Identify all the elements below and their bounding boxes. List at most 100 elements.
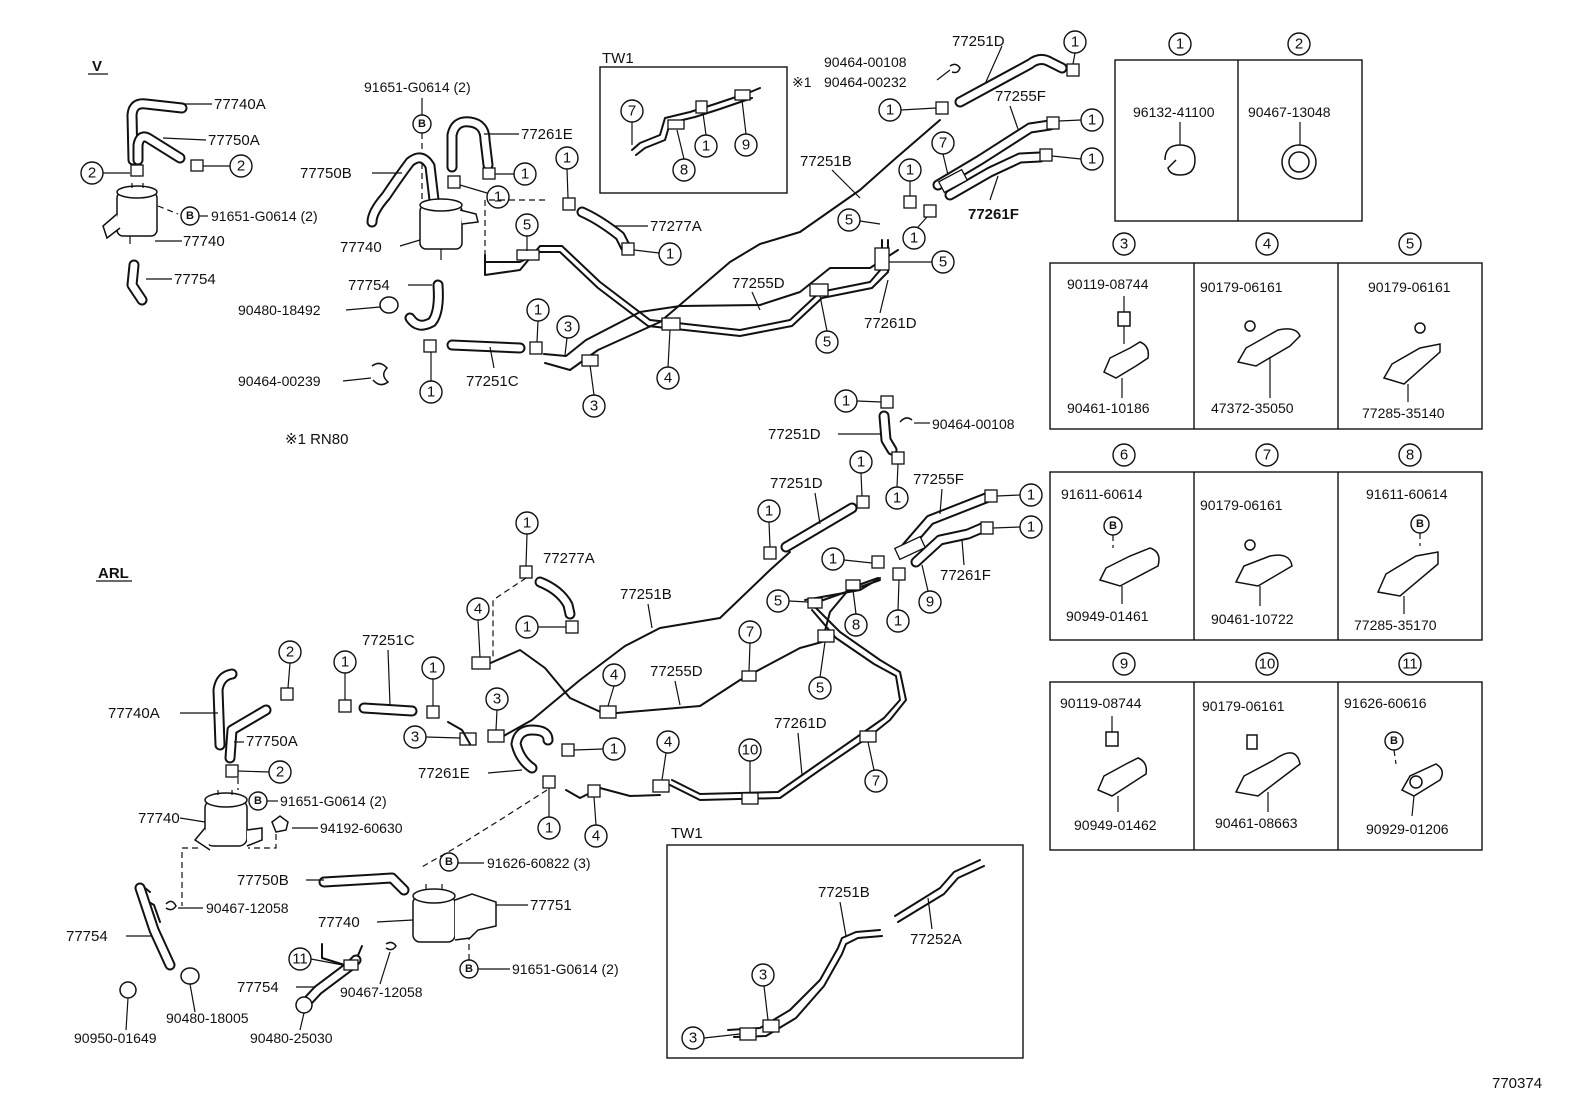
- clip-icon: [190, 159, 204, 172]
- part-number-label: 77740: [183, 233, 225, 250]
- callout-number: 2: [1295, 36, 1303, 53]
- callout-number: 1: [1027, 487, 1035, 504]
- part-shape: [1244, 320, 1256, 332]
- part-number-label: 91611-60614: [1366, 486, 1448, 502]
- leader-line: [674, 680, 681, 706]
- callout-number: 1: [702, 138, 710, 155]
- clamp-7-icon: [1234, 554, 1293, 587]
- part-number-label: 90464-00239: [238, 373, 321, 389]
- part-number-label: 91651-G0614 (2): [280, 793, 387, 809]
- callout-number: 8: [1406, 447, 1414, 464]
- part-number-label: 90949-01462: [1074, 817, 1157, 833]
- clip-icon: [343, 959, 359, 971]
- part-shape: [1246, 734, 1258, 750]
- callout-number: 1: [894, 613, 902, 630]
- hose-outline: [134, 133, 184, 164]
- leader-line: [589, 364, 595, 396]
- callout-number: 7: [1263, 447, 1271, 464]
- callout-number: 6: [1120, 447, 1128, 464]
- leader-line: [425, 736, 461, 739]
- part-number-label: 77261E: [418, 765, 470, 782]
- part-number-label: 77255D: [650, 663, 703, 680]
- part-shape: [379, 296, 399, 314]
- callout-number: 2: [286, 644, 294, 661]
- leader-line: [376, 919, 414, 923]
- part-number-label: 77754: [237, 979, 279, 996]
- part-number-label: 77277A: [543, 550, 595, 567]
- bolt-symbol-label: B: [445, 856, 453, 868]
- clip-icon: [225, 764, 239, 778]
- part-number-label: 91626-60616: [1344, 695, 1427, 711]
- part-shape: [295, 996, 313, 1014]
- leader-line: [896, 463, 899, 488]
- part-number-label: 77261D: [774, 715, 827, 732]
- leader-line: [399, 239, 421, 247]
- clip-icon: [529, 341, 543, 355]
- callout-number: 1: [494, 189, 502, 206]
- part-shape: [204, 792, 248, 808]
- bolt-symbol-label: B: [1390, 735, 1398, 747]
- fuel-pipe: [565, 787, 661, 799]
- part-number-label: 77740: [138, 810, 180, 827]
- callout-number: 1: [765, 503, 773, 520]
- callout-circle: [821, 547, 845, 571]
- part-shape: [949, 63, 961, 74]
- part-number-label: 77261D: [864, 315, 917, 332]
- leader-line: [819, 641, 826, 678]
- callout-number: 4: [664, 370, 672, 387]
- part-number-label: 91651-G0614 (2): [211, 208, 318, 224]
- clip-icon: [739, 1027, 757, 1041]
- part-number-label: 90119-08744: [1067, 276, 1149, 292]
- part-number-label: 47372-35050: [1211, 400, 1294, 416]
- callout-number: 4: [610, 667, 618, 684]
- part-number-label: 90949-01461: [1066, 608, 1149, 624]
- leader-line: [992, 526, 1021, 529]
- hose-outline: [782, 504, 856, 551]
- leader-line: [566, 168, 569, 199]
- clip-icon: [1039, 148, 1053, 162]
- part-shape: [246, 827, 263, 847]
- part-number-label: 77285-35140: [1362, 405, 1445, 421]
- part-number-label: 90950-01649: [74, 1030, 157, 1046]
- clip-icon: [984, 489, 998, 503]
- part-number-label: 77261F: [968, 206, 1019, 223]
- leader-line: [839, 901, 847, 937]
- part-number-label: 77251B: [800, 153, 852, 170]
- callout-number: 10: [742, 742, 759, 759]
- leader-line: [379, 951, 391, 985]
- part-number-label: 90480-25030: [250, 1030, 333, 1046]
- callout-number: 1: [1027, 519, 1035, 536]
- leader-line: [860, 472, 863, 497]
- legend-clips-1-2: 1 2 96132-41100 90467-13048: [1114, 32, 1363, 222]
- leader-line: [459, 184, 488, 194]
- callout-circle: [1255, 443, 1279, 467]
- legend-clamps-3-11: 3 4 5 90119-08744 90179-06161 90179-0616…: [1049, 232, 1483, 851]
- callout-number: 3: [411, 729, 419, 746]
- leader-line: [525, 533, 528, 567]
- hose-outline: [136, 884, 174, 969]
- clip-icon: [542, 775, 556, 789]
- part-number-label: 77751: [530, 897, 572, 914]
- callout-number: 1: [1071, 34, 1079, 51]
- callout-number: 3: [759, 967, 767, 984]
- hose-outline: [320, 874, 408, 894]
- part-number-label: 90464-00232: [824, 74, 907, 90]
- callout-number: 5: [523, 217, 531, 234]
- part-number-label: 77750A: [246, 733, 298, 750]
- callout-number: 3: [689, 1030, 697, 1047]
- frame-line: [1049, 262, 1483, 430]
- callout-number: 4: [664, 734, 672, 751]
- clip-icon: [762, 1019, 780, 1033]
- callout-number: 1: [1088, 112, 1096, 129]
- callout-number: 1: [666, 246, 674, 263]
- part-shape: [412, 888, 456, 904]
- clip-icon: [516, 249, 540, 261]
- hose-outline: [956, 55, 1066, 106]
- callout-number: 1: [829, 551, 837, 568]
- part-number-label: 77251C: [362, 632, 415, 649]
- leader-line: [1051, 155, 1082, 160]
- fuel-line-77251B-bottom: [499, 551, 791, 739]
- callout-number: 1: [429, 660, 437, 677]
- leader-line: [831, 169, 861, 199]
- callout-number: 1: [893, 490, 901, 507]
